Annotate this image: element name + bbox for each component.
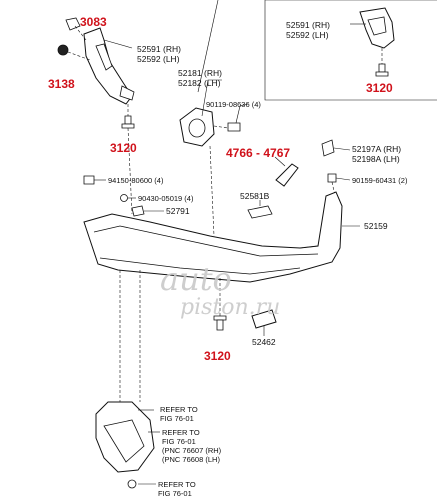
clip-leader <box>333 147 351 151</box>
clip-52197A <box>321 139 335 157</box>
clip-3138 <box>57 44 69 56</box>
label-52592-top: 52592 (LH) <box>137 54 180 64</box>
connector-1 <box>127 127 133 215</box>
label-52182: 52182 (LH) <box>178 78 221 88</box>
label-52791: 52791 <box>166 206 190 216</box>
label-52592-inset: 52592 (LH) <box>286 30 329 40</box>
retainer-leader <box>201 79 222 117</box>
inset-leader-line <box>197 0 219 93</box>
refer3-line2: FIG 76-01 <box>158 489 192 498</box>
side-retainer-bracket <box>57 17 135 129</box>
retainer-hole <box>188 118 206 138</box>
inset-screw-head <box>375 71 389 77</box>
inset-border <box>264 0 437 101</box>
refer1-line1: REFER TO <box>160 405 198 414</box>
inset-bracket-detail <box>367 16 387 36</box>
bumper-upper-crease <box>93 225 319 257</box>
side-clips <box>321 139 351 201</box>
screw-bottom-head <box>213 315 227 321</box>
nut-3083-axis <box>74 25 87 41</box>
reflector-body <box>275 163 299 187</box>
screw-90159-leader <box>335 177 351 181</box>
label-52591-top: 52591 (RH) <box>137 44 181 54</box>
callout-3120-inset: 3120 <box>366 81 393 95</box>
bracket-tab <box>119 85 135 101</box>
bumper-lower-crease <box>99 257 301 275</box>
label-52159: 52159 <box>364 221 388 231</box>
connector-2 <box>209 145 215 237</box>
reflector-leader <box>274 156 286 167</box>
refer2-line3: (PNC 76607 (RH) <box>162 446 222 455</box>
label-90119: 90119-08636 (4) <box>206 100 261 109</box>
inset-detail <box>197 0 437 101</box>
callout-3138: 3138 <box>48 77 75 91</box>
refer2-line1: REFER TO <box>162 428 200 437</box>
callout-3120-bottom: 3120 <box>204 349 231 363</box>
bumper-cover <box>83 127 360 420</box>
callout-4766-4767: 4766 - 4767 <box>226 146 290 160</box>
bracket-slot <box>95 43 113 71</box>
mud-screw <box>127 479 137 489</box>
lower-parts <box>213 309 277 336</box>
refer2-line4: (PNC 76608 (LH) <box>162 455 220 464</box>
center-retainer <box>179 79 249 147</box>
refer3-line1: REFER TO <box>158 480 196 489</box>
bracket-52462 <box>251 309 277 329</box>
screw-90159 <box>327 173 337 183</box>
refer1-line2: FIG 76-01 <box>160 414 194 423</box>
connector-3 <box>299 245 319 249</box>
screw-bottom <box>216 319 224 331</box>
label-52181: 52181 (RH) <box>178 68 222 78</box>
fasteners-left <box>83 175 164 217</box>
bolt-90119 <box>227 122 241 132</box>
nut-94150 <box>83 175 95 185</box>
callout-3120-left: 3120 <box>110 141 137 155</box>
label-52197A: 52197A (RH) <box>352 144 401 154</box>
bracket-leader <box>103 39 133 49</box>
clip-52791 <box>131 205 145 217</box>
label-90159: 90159-60431 (2) <box>352 176 408 185</box>
inset-screw <box>378 63 386 73</box>
label-52591-inset: 52591 (RH) <box>286 20 330 30</box>
label-94150: 94150-80600 (4) <box>108 176 164 185</box>
washer-90430 <box>120 194 128 202</box>
screw-left <box>124 115 132 125</box>
mudguard-inner <box>103 419 145 463</box>
bumper-outer-shell <box>83 191 343 283</box>
screw-left-head <box>121 123 135 129</box>
clip-axis <box>67 51 91 61</box>
watermark-logo: auto piston.ru <box>160 260 280 320</box>
pad-52581B <box>247 205 273 219</box>
reflector <box>274 156 299 187</box>
mudguard <box>95 401 160 489</box>
label-52581B: 52581B <box>240 191 270 201</box>
nut-3083 <box>65 17 81 31</box>
label-90430: 90430-05019 (4) <box>138 194 194 203</box>
bolt-axis <box>213 125 229 129</box>
refer2-line2: FIG 76-01 <box>162 437 196 446</box>
label-52198A: 52198A (LH) <box>352 154 400 164</box>
watermark-line1: auto <box>160 260 232 298</box>
callout-3083: 3083 <box>80 15 107 29</box>
watermark-line2: piston.ru <box>180 295 280 320</box>
label-52462: 52462 <box>252 337 276 347</box>
bolt-leader <box>235 103 249 124</box>
